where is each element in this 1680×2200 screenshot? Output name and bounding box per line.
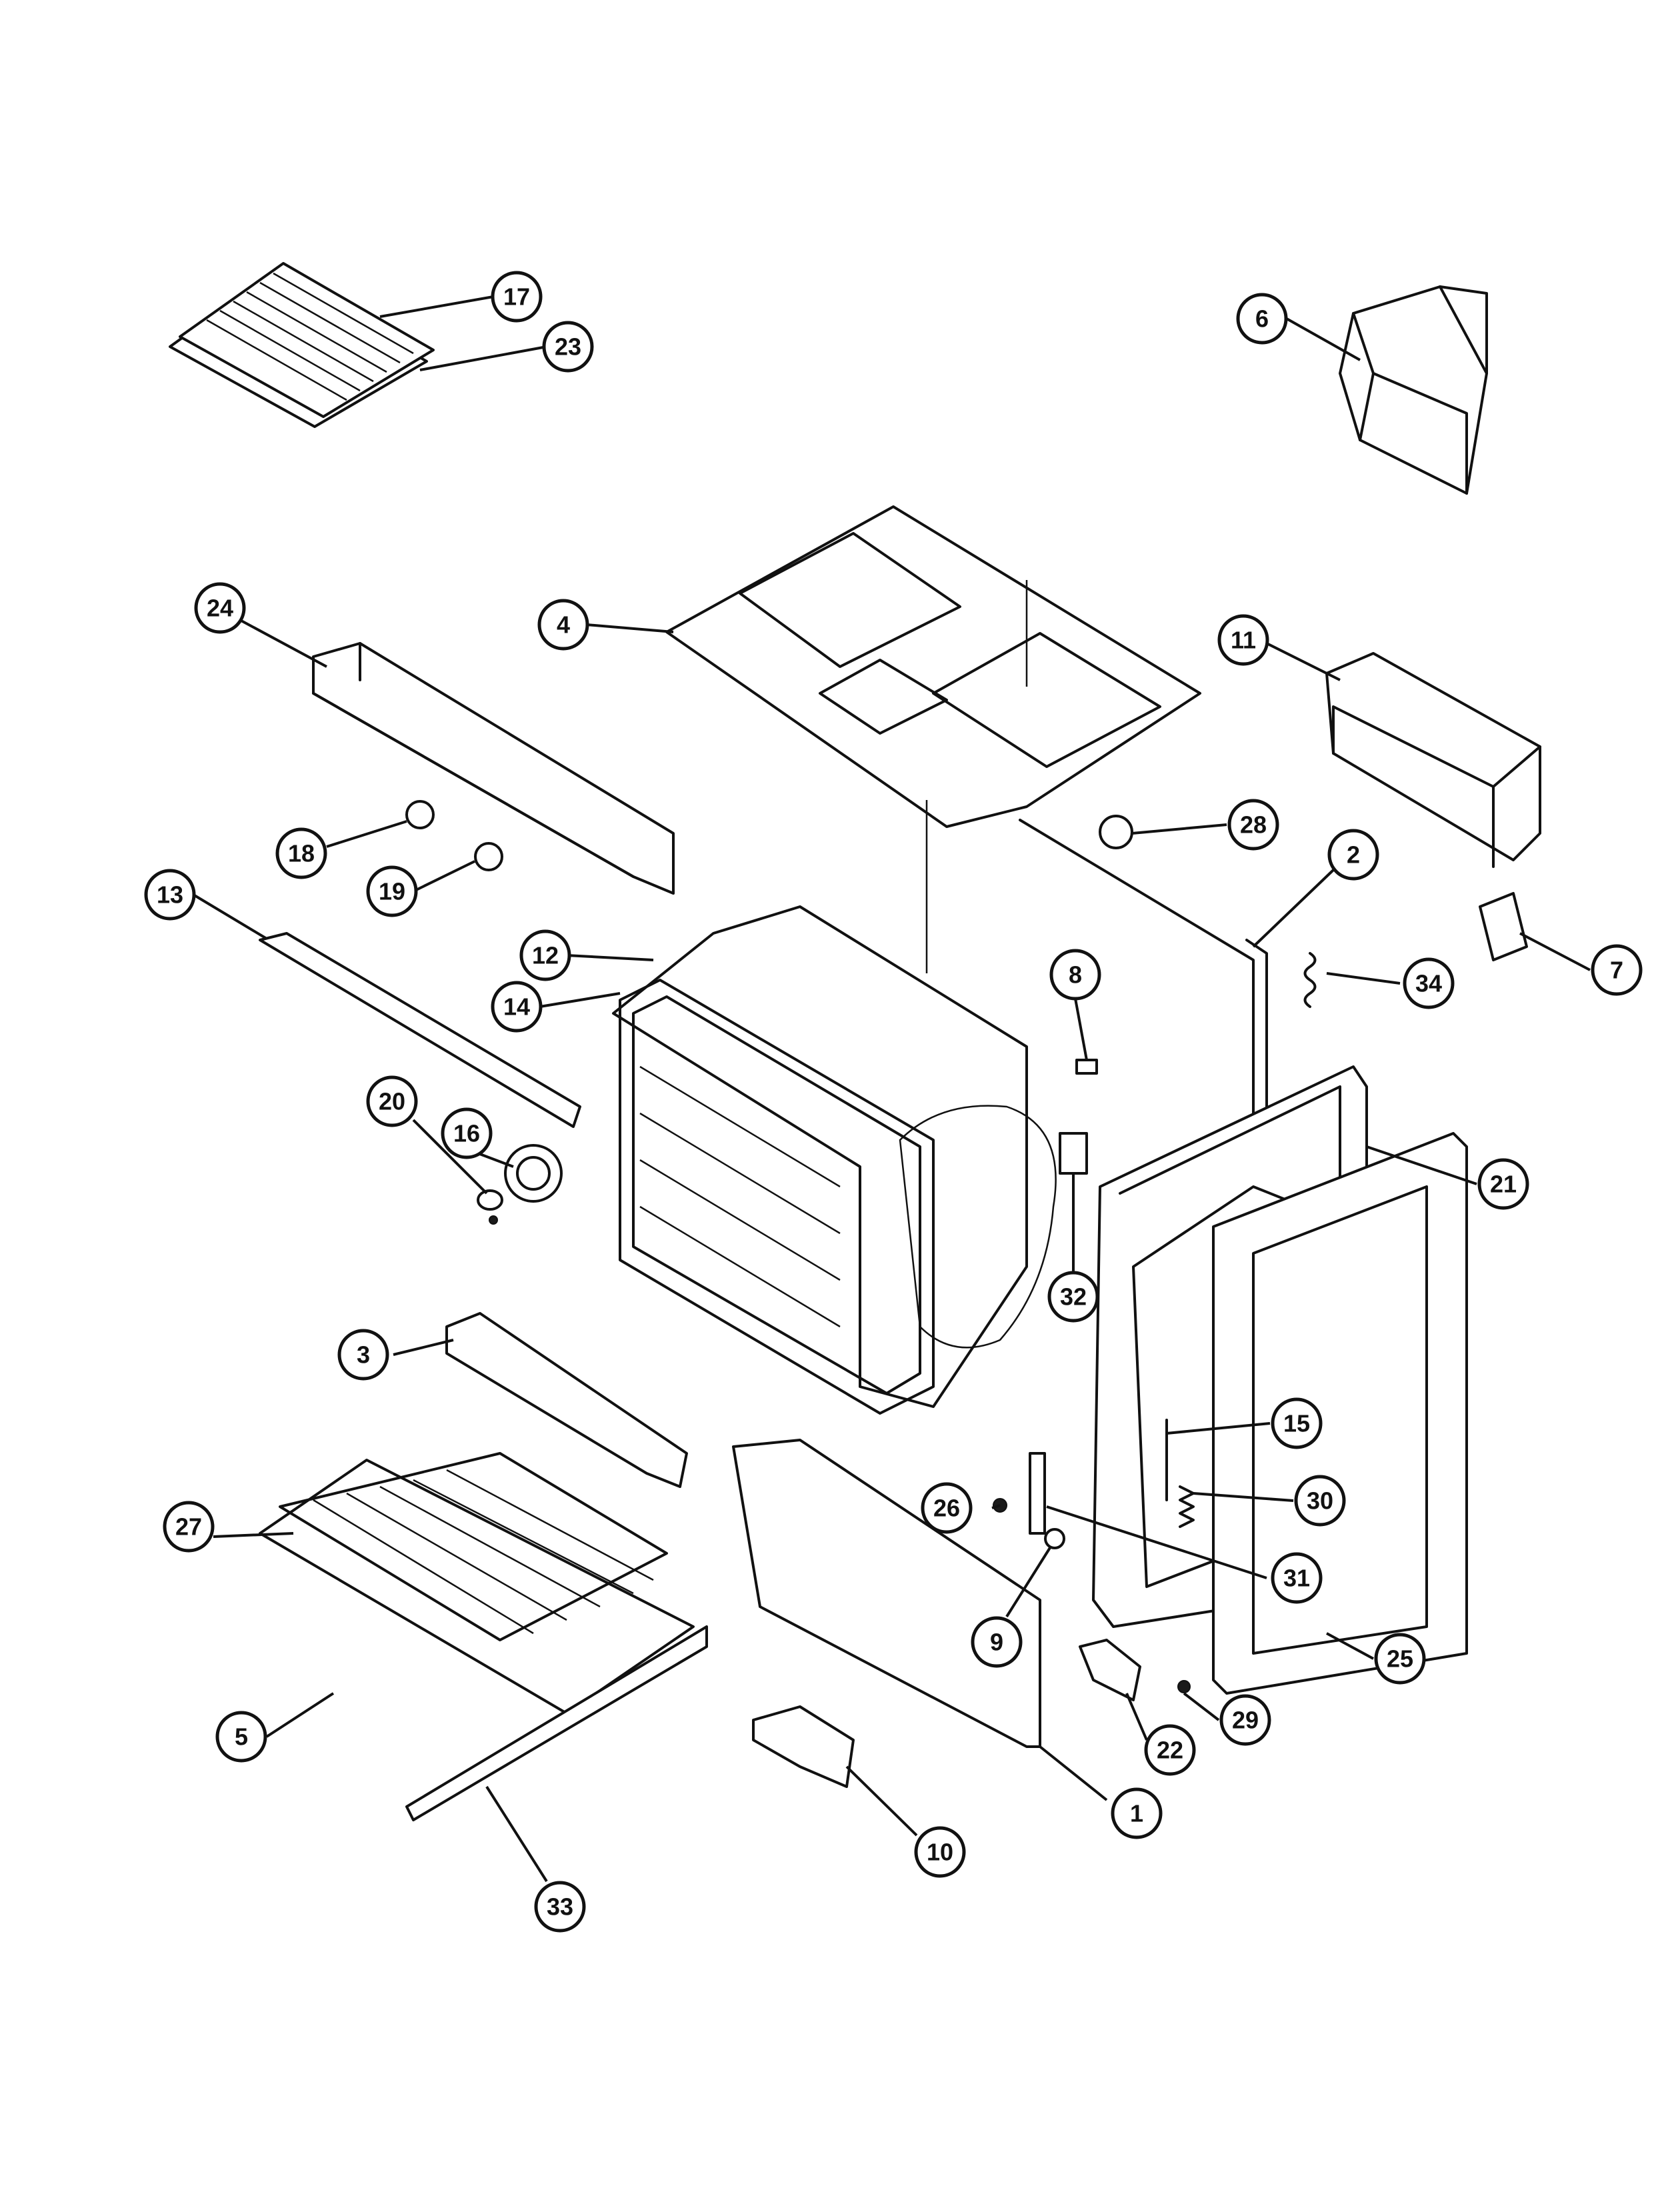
svg-text:34: 34 [1415, 970, 1442, 997]
svg-text:31: 31 [1283, 1565, 1310, 1592]
callout-29: 29 [1219, 1694, 1271, 1746]
hinge-32 [1059, 1132, 1088, 1175]
svg-text:1: 1 [1130, 1800, 1143, 1827]
svg-text:24: 24 [207, 595, 233, 622]
callout-7: 7 [1591, 944, 1643, 996]
callout-23: 23 [542, 321, 594, 373]
callout-31: 31 [1271, 1552, 1323, 1604]
callout-12: 12 [519, 929, 571, 981]
rack-and-drawer [259, 1452, 695, 1715]
svg-text:15: 15 [1283, 1410, 1310, 1437]
oven-light [477, 1144, 563, 1225]
svg-text:32: 32 [1060, 1283, 1087, 1311]
svg-text:16: 16 [453, 1120, 480, 1147]
door-outer [1212, 1132, 1468, 1695]
callout-30: 30 [1294, 1475, 1346, 1527]
svg-text:8: 8 [1069, 961, 1082, 989]
bracket-10 [752, 1705, 855, 1788]
lower-rail-3 [445, 1312, 688, 1488]
front-rail-top [312, 642, 675, 895]
callout-13: 13 [144, 869, 196, 921]
side-bracket [259, 932, 581, 1128]
svg-text:19: 19 [379, 878, 405, 905]
callout-11: 11 [1217, 614, 1269, 666]
svg-text:30: 30 [1307, 1487, 1333, 1515]
svg-text:7: 7 [1610, 957, 1623, 984]
oven-cavity [612, 905, 1057, 1415]
svg-text:25: 25 [1387, 1645, 1413, 1673]
side-panel [1019, 819, 1268, 1175]
svg-text:5: 5 [235, 1723, 248, 1751]
svg-text:29: 29 [1232, 1707, 1259, 1734]
callout-32: 32 [1047, 1271, 1099, 1323]
clip-8 [1075, 1059, 1098, 1075]
callout-18: 18 [275, 827, 327, 879]
svg-text:12: 12 [532, 942, 559, 969]
knobs [405, 800, 503, 871]
callout-5: 5 [215, 1711, 267, 1763]
svg-text:3: 3 [357, 1341, 370, 1369]
svg-text:6: 6 [1255, 305, 1269, 333]
svg-text:33: 33 [547, 1893, 573, 1921]
svg-text:14: 14 [503, 993, 530, 1021]
callout-16: 16 [441, 1107, 493, 1159]
svg-text:22: 22 [1157, 1737, 1183, 1764]
callout-28: 28 [1227, 799, 1279, 851]
broiler-pan-assembly [169, 262, 435, 428]
callout-14: 14 [491, 981, 543, 1033]
callout-15: 15 [1271, 1397, 1323, 1449]
svg-text:18: 18 [288, 840, 315, 867]
latch-31 [1029, 1452, 1046, 1535]
bracket-7 [1479, 892, 1528, 961]
svg-text:10: 10 [927, 1839, 953, 1866]
svg-text:27: 27 [175, 1513, 202, 1541]
svg-text:11: 11 [1231, 627, 1256, 654]
callout-33: 33 [534, 1881, 586, 1933]
callout-9: 9 [971, 1616, 1023, 1668]
svg-text:13: 13 [157, 881, 183, 909]
callout-17: 17 [491, 271, 543, 323]
svg-text:20: 20 [379, 1088, 405, 1115]
svg-text:28: 28 [1240, 811, 1267, 839]
control-housing [1325, 652, 1541, 868]
vent-duct [1339, 285, 1488, 495]
callout-25: 25 [1374, 1633, 1426, 1685]
callout-2: 2 [1327, 829, 1379, 881]
callout-4: 4 [537, 599, 589, 651]
top-panel [665, 505, 1201, 828]
leader-lines [192, 295, 1591, 1883]
callout-10: 10 [914, 1826, 966, 1878]
svg-text:21: 21 [1490, 1171, 1517, 1198]
callout-19: 19 [366, 865, 418, 917]
svg-text:26: 26 [933, 1495, 960, 1522]
svg-text:17: 17 [503, 283, 530, 311]
screw-29 [1177, 1680, 1191, 1693]
callout-24: 24 [194, 582, 246, 634]
callout-22: 22 [1144, 1724, 1196, 1776]
svg-text:23: 23 [555, 333, 581, 361]
block-22 [1079, 1639, 1141, 1701]
callout-26: 26 [921, 1482, 973, 1534]
callout-1: 1 [1111, 1787, 1163, 1839]
callout-21: 21 [1477, 1158, 1529, 1210]
front-rail-33 [405, 1625, 708, 1821]
svg-text:2: 2 [1347, 841, 1360, 869]
callout-34: 34 [1403, 957, 1455, 1009]
svg-text:4: 4 [557, 611, 570, 639]
callout-20: 20 [366, 1075, 418, 1127]
washer-9 [1044, 1528, 1065, 1549]
callout-27: 27 [163, 1501, 215, 1553]
spring-34 [1303, 952, 1317, 1008]
callout-3: 3 [337, 1329, 389, 1381]
back-panel-1 [732, 1439, 1041, 1748]
svg-text:9: 9 [990, 1629, 1003, 1656]
connector-28 [1099, 815, 1133, 849]
callout-6: 6 [1236, 293, 1288, 345]
callout-8: 8 [1049, 949, 1101, 1001]
